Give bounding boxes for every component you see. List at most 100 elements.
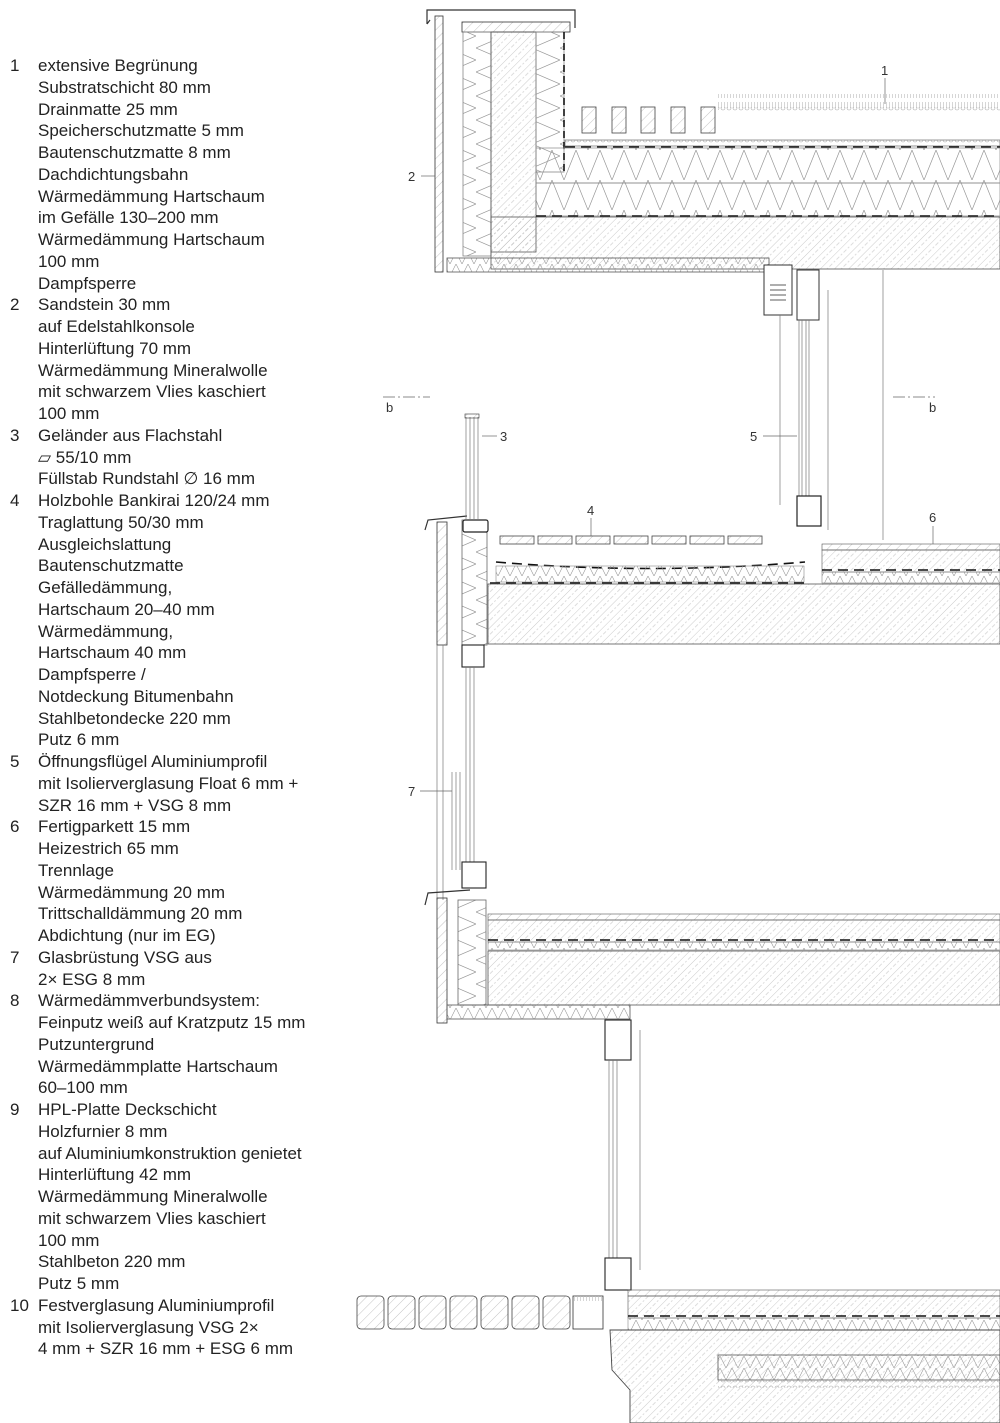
legend-line: mit schwarzem Vlies kaschiert — [38, 382, 266, 402]
annotations — [383, 78, 935, 792]
legend-line: Wärmedämmung Mineralwolle — [38, 360, 268, 380]
legend-line: Stahlbeton 220 mm — [38, 1252, 186, 1272]
legend-number: 1 — [10, 56, 20, 75]
legend-line: SZR 16 mm + VSG 8 mm — [38, 795, 232, 815]
legend-line: Heizestrich 65 mm — [38, 839, 179, 858]
ground-floor — [356, 1289, 1000, 1423]
legend-line: Trittschalldämmung 20 mm — [38, 904, 243, 924]
legend-line: mit schwarzem Vlies kaschiert — [38, 1208, 266, 1228]
roof-insulation-slope — [535, 147, 1000, 184]
legend-line: 100 mm — [38, 404, 100, 423]
legend-line: Wärmedämmung Hartschaum — [38, 230, 265, 249]
callout-7: 7 — [408, 784, 415, 799]
legend-number: 6 — [10, 817, 20, 837]
legend-number: 2 — [10, 295, 20, 315]
legend-line: Hartschaum 20–40 mm — [38, 599, 215, 619]
floor-slab-2 — [487, 950, 1000, 1006]
legend-line: im Gefälle 130–200 mm — [38, 208, 219, 228]
legend-line: Füllstab Rundstahl ∅ 16 mm — [38, 469, 256, 489]
decking-boards — [499, 535, 763, 545]
legend-number: 9 — [10, 1100, 20, 1119]
legend-line: Putz 6 mm — [38, 730, 120, 750]
legend-line: Hartschaum 40 mm — [38, 643, 187, 663]
legend-line: Ausgleichslattung — [38, 534, 172, 554]
legend-line: HPL-Platte Deckschicht — [38, 1100, 217, 1119]
legend-line: Drainmatte 25 mm — [38, 99, 178, 119]
legend-line: 2× ESG 8 mm — [38, 969, 146, 989]
legend-line: Geländer aus Flachstahl — [38, 425, 223, 445]
window-frame-bottom — [796, 495, 822, 527]
legend-line: Feinputz weiß auf Kratzputz 15 mm — [38, 1013, 306, 1032]
legend-line: Hinterlüftung 42 mm — [38, 1165, 192, 1185]
legend-line: Abdichtung (nur im EG) — [38, 926, 216, 945]
callout-4: 4 — [587, 503, 594, 518]
balcony-insulation — [495, 565, 805, 583]
gravel-edge-stones — [581, 106, 716, 134]
legend-line: mit Isolierverglasung Float 6 mm + — [38, 773, 299, 793]
callout-5: 5 — [750, 429, 757, 444]
parapet-concrete — [490, 31, 537, 253]
legend-line: Bautenschutzmatte — [38, 556, 184, 576]
legend-line: Traglattung 50/30 mm — [38, 512, 204, 532]
lower-window-1 — [436, 644, 487, 900]
legend-line: Hinterlüftung 70 mm — [38, 338, 192, 358]
heated-screed — [821, 549, 1000, 573]
window-frame-top — [796, 269, 820, 321]
legend-line: Sandstein 30 mm — [38, 295, 171, 315]
legend-line: Gefälledämmung, — [38, 578, 173, 597]
legend-line: auf Edelstahlkonsole — [38, 317, 195, 336]
legend-line: 4 mm + SZR 16 mm + ESG 6 mm — [38, 1339, 294, 1359]
legend-line: Wärmedämmung, — [38, 621, 174, 641]
callout-3: 3 — [500, 429, 507, 444]
legend-line: auf Aluminiumkonstruktion genietet — [38, 1143, 302, 1163]
parapet-cap — [426, 9, 576, 28]
legend-line: Trennlage — [38, 860, 114, 880]
roof-insulation — [535, 182, 1000, 217]
mineral-wool — [462, 31, 492, 257]
sandstone-cladding — [434, 15, 444, 273]
vegetation — [718, 94, 1000, 108]
legend-number: 8 — [10, 991, 20, 1011]
legend-line: ⏥ 55/10 mm — [38, 447, 132, 467]
perimeter-insulation — [717, 1354, 1000, 1381]
legend-line: Substratschicht 80 mm — [38, 77, 211, 97]
legend-number: 4 — [10, 491, 20, 510]
legend-line: Speicherschutzmatte 5 mm — [38, 121, 244, 141]
callout-6: 6 — [929, 510, 936, 525]
paving-stones — [356, 1295, 571, 1330]
legend-line: Wärmedämmung Mineralwolle — [38, 1187, 268, 1206]
legend-line: Fertigparkett 15 mm — [38, 817, 191, 837]
upper-window — [763, 264, 884, 540]
legend-line: Wärmedämmung Hartschaum — [38, 186, 265, 206]
legend-line: Glasbrüstung VSG aus — [38, 947, 212, 967]
legend-line: Wärmedämmplatte Hartschaum — [38, 1056, 278, 1076]
legend-number: 10 — [10, 1295, 29, 1315]
legend-item: 6 Fertigparkett 15 mm Heizestrich 65 mm Tre… — [0, 816, 345, 947]
legend-line: Dampfsperre — [38, 273, 137, 293]
soffit-insulation — [446, 257, 770, 273]
callout-1: 1 — [881, 63, 888, 78]
legend-number: 5 — [10, 752, 20, 771]
legend-line: Bautenschutzmatte 8 mm — [38, 143, 231, 162]
railing-base — [462, 519, 489, 533]
legend-line: Holzfurnier 8 mm — [38, 1121, 168, 1141]
legend-line: Putzuntergrund — [38, 1034, 155, 1054]
legend-number: 3 — [10, 425, 20, 445]
section-marker-right: b — [929, 400, 936, 415]
callout-2: 2 — [408, 169, 415, 184]
legend-line: Stahlbetondecke 220 mm — [38, 708, 231, 728]
legend-line: 60–100 mm — [38, 1078, 128, 1098]
floor-slab-1 — [487, 583, 1000, 645]
legend-line: Notdeckung Bitumenbahn — [38, 686, 234, 706]
section-marker-left: b — [386, 400, 393, 415]
balcony — [424, 413, 1000, 646]
parquet — [821, 543, 1000, 551]
legend-number: 7 — [10, 947, 20, 967]
